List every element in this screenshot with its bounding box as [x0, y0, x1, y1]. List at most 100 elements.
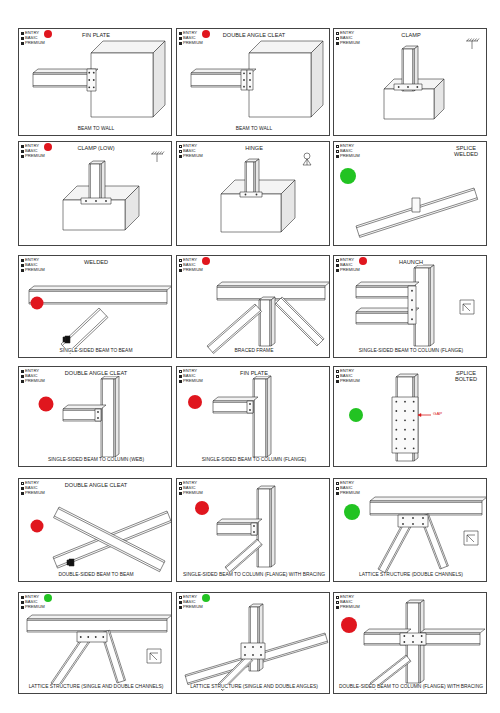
status-dot	[44, 594, 52, 602]
steel-edge	[467, 535, 474, 542]
connection-panel: ENTRYBASICPREMIUMDOUBLE ANGLE CLEATDOUBL…	[18, 478, 172, 582]
steel-face	[213, 401, 253, 413]
steel-face	[63, 200, 125, 230]
tier-square	[336, 155, 339, 158]
steel-face	[63, 409, 101, 421]
steel-face	[281, 180, 295, 232]
tier-legend: ENTRYBASICPREMIUM	[21, 144, 45, 159]
tier-legend: ENTRYBASICPREMIUM	[336, 258, 360, 273]
bolt	[407, 86, 409, 88]
bolt	[95, 200, 97, 202]
status-dot	[195, 501, 209, 515]
bolt	[412, 635, 414, 637]
bolt	[253, 525, 255, 527]
steel-edge	[90, 164, 91, 202]
tier-square	[21, 596, 24, 599]
steel-face	[400, 633, 426, 645]
steel-edge	[29, 291, 167, 292]
panel-caption: BRACED FRAME	[235, 348, 274, 353]
bolt	[404, 447, 406, 449]
connection-panel: ENTRYBASICPREMIUMLATTICE STRUCTURE (SING…	[18, 592, 172, 694]
bolt	[421, 635, 423, 637]
steel-face	[253, 379, 267, 457]
tier-label: BASIC	[183, 263, 196, 268]
bolt	[88, 86, 90, 88]
connection-panel: ENTRYBASICPREMIUMSPLICE WELDED	[333, 141, 487, 246]
bolt	[249, 72, 251, 74]
bolt	[412, 517, 414, 519]
tier-label: BASIC	[340, 374, 353, 379]
tier-legend: ENTRYBASICPREMIUM	[336, 481, 360, 496]
steel-edge	[472, 41, 473, 49]
steel-face	[221, 194, 281, 232]
tier-square	[21, 601, 24, 604]
panel-title: DOUBLE ANGLE CLEAT	[65, 482, 127, 488]
tier-square	[21, 370, 24, 373]
steel-face	[247, 401, 253, 413]
steel-edge	[157, 152, 159, 155]
bolt	[249, 403, 251, 405]
steel-edge	[470, 39, 472, 42]
status-dot	[39, 397, 54, 412]
steel-face	[241, 643, 265, 659]
tier-square	[179, 269, 182, 272]
tier-legend: ENTRYBASICPREMIUM	[336, 595, 360, 610]
panel-title: DOUBLE ANGLE CLEAT	[65, 370, 127, 376]
steel-face	[311, 41, 323, 117]
steel-face	[27, 615, 171, 619]
bolt	[244, 654, 246, 656]
status-dot	[188, 395, 202, 409]
steel-edge	[428, 268, 429, 346]
steel-edge	[370, 502, 482, 503]
steel-face	[356, 188, 478, 237]
steel-face	[95, 409, 101, 421]
tier-square	[336, 37, 339, 40]
bolt	[87, 636, 89, 638]
steel-edge	[150, 653, 158, 654]
bolt	[252, 654, 254, 656]
bolt	[413, 438, 415, 440]
steel-edge	[385, 521, 413, 573]
tier-label: ENTRY	[340, 258, 354, 263]
panel-caption: DOUBLE-SIDED BEAM TO COLUMN (FLANGE) WIT…	[339, 684, 483, 689]
steel-edge	[418, 415, 431, 416]
tier-label: ENTRY	[25, 144, 39, 149]
panel-caption: SINGLE-SIDED BEAM TO COLUMN (FLANGE)	[359, 348, 463, 353]
steel-face	[460, 300, 474, 314]
tier-label: PREMIUM	[340, 41, 360, 46]
bolt	[252, 646, 254, 648]
steel-edge	[475, 39, 477, 42]
steel-face	[240, 192, 262, 197]
steel-face	[245, 162, 255, 196]
tier-legend: ENTRYBASICPREMIUM	[336, 144, 360, 159]
steel-edge	[253, 162, 254, 196]
bolt	[412, 523, 414, 525]
steel-edge	[29, 302, 167, 303]
steel-edge	[99, 164, 100, 202]
bolt	[422, 523, 424, 525]
bolt	[395, 410, 397, 412]
steel-edge	[420, 643, 480, 644]
steel-edge	[269, 489, 270, 567]
bolt	[422, 517, 424, 519]
steel-face	[356, 282, 419, 286]
steel-edge	[113, 379, 114, 457]
bolt	[80, 636, 82, 638]
tier-square	[21, 606, 24, 609]
bolt	[404, 419, 406, 421]
tier-square	[336, 601, 339, 604]
steel-edge	[359, 198, 477, 236]
connection-panel: ENTRYBASICPREMIUMWELDEDSINGLE-SIDED BEAM…	[18, 255, 172, 358]
tier-square	[179, 42, 182, 45]
tier-label: PREMIUM	[183, 605, 203, 610]
steel-face	[255, 159, 259, 196]
bolt	[243, 86, 245, 88]
steel-face	[27, 619, 167, 632]
tier-square	[336, 482, 339, 485]
steel-face	[259, 604, 263, 671]
steel-edge	[108, 631, 124, 681]
bolt	[413, 429, 415, 431]
steel-edge	[208, 305, 256, 347]
tier-square	[336, 492, 339, 495]
